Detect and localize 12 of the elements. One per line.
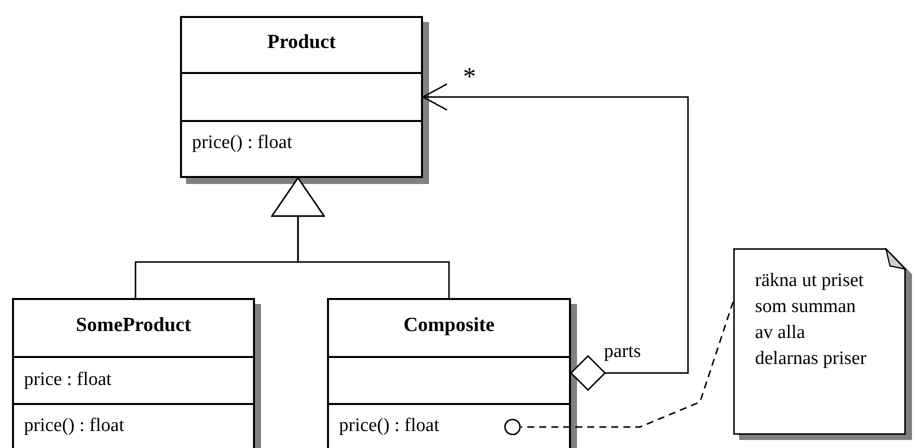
class-name: Product (266, 31, 337, 54)
class-name: SomeProduct (74, 314, 192, 337)
multiplicity-label: * (463, 64, 476, 90)
operation-text: price() : float (192, 132, 292, 154)
note-text: räkna ut priset som summan av alla delarnas priser (755, 269, 868, 371)
dashed-connector (504, 302, 734, 436)
operation-text: price() : float (339, 415, 440, 437)
connector (422, 83, 689, 391)
operation-text: price() : float (24, 415, 124, 437)
class-name: Composite (402, 314, 496, 337)
attribute-text: price : float (24, 369, 112, 391)
connector (271, 177, 450, 298)
